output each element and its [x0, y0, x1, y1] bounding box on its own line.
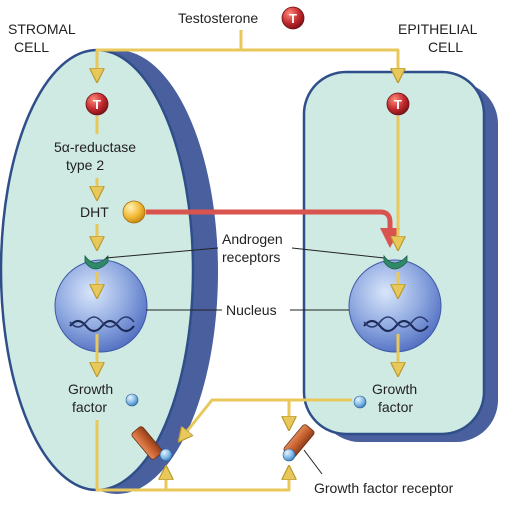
- dht-to-epithelial-arrow: [146, 209, 400, 248]
- stromal-gf-to-epithelial-receptor-arrow: [95, 420, 289, 492]
- stromal-cell-title-line1: STROMAL: [8, 21, 76, 37]
- epithelial-cell-body: [302, 70, 486, 436]
- epithelial-cell-title-line2: CELL: [428, 39, 463, 55]
- dht-label: DHT: [80, 204, 109, 220]
- growth-factor-exchange-paths: [95, 398, 352, 492]
- androgen-receptor-leader-right: [291, 247, 385, 259]
- stromal-androgen-receptor: [84, 254, 109, 270]
- growth-factor-receptor-label: Growth factor receptor: [314, 480, 454, 496]
- testosterone-to-epithelial-arrow: [241, 48, 398, 80]
- growth-factor-receptor-leader: [303, 449, 323, 475]
- t-badge-letter: T: [289, 11, 297, 26]
- epithelial-growth-factor-receptor: [282, 424, 315, 462]
- epithelial-nucleus: [348, 259, 442, 353]
- stromal-growth-factor-molecule-icon: [125, 393, 139, 407]
- androgen-receptors-label-line2: receptors: [222, 249, 280, 265]
- stromal-t-badge: T: [85, 92, 109, 116]
- epithelial-growth-factor-label-line2: factor: [378, 399, 413, 415]
- stromal-bound-growth-factor-icon: [159, 448, 173, 462]
- stromal-nucleus: [54, 259, 148, 353]
- epithelial-androgen-receptor: [383, 254, 408, 270]
- stromal-growth-factor-label-line1: Growth: [68, 381, 113, 397]
- nucleus-label: Nucleus: [226, 302, 277, 318]
- epithelial-gf-to-stromal-receptor-arrow: [180, 398, 352, 440]
- epithelial-dna-helix-icon: [363, 319, 429, 333]
- testosterone-label: Testosterone: [178, 10, 258, 26]
- stromal-t-letter: T: [93, 97, 101, 112]
- reductase-label-line1: 5α-reductase: [54, 139, 136, 155]
- stromal-growth-factor-receptor: [131, 426, 173, 462]
- epithelial-growth-factor-label-line1: Growth: [372, 381, 417, 397]
- testosterone-to-stromal-arrow: [97, 48, 241, 80]
- androgen-receptor-leader-left: [105, 247, 219, 259]
- label-leader-lines: [105, 247, 385, 475]
- epithelial-bound-growth-factor-icon: [282, 448, 296, 462]
- stromal-dna-helix-icon: [69, 319, 135, 333]
- stromal-cell-title-line2: CELL: [14, 39, 49, 55]
- reductase-label-line2: type 2: [66, 157, 104, 173]
- testosterone-paths: [97, 30, 398, 80]
- epithelial-t-badge: T: [386, 92, 410, 116]
- dht-molecule-icon: [122, 200, 146, 224]
- stromal-growth-factor-label-line2: factor: [72, 399, 107, 415]
- epithelial-cell-title-line1: EPITHELIAL: [398, 21, 478, 37]
- androgen-receptors-label-line1: Androgen: [222, 231, 283, 247]
- testosterone-t-badge: T: [281, 6, 305, 30]
- epithelial-growth-factor-molecule-icon: [353, 395, 367, 409]
- epithelial-t-letter: T: [394, 97, 402, 112]
